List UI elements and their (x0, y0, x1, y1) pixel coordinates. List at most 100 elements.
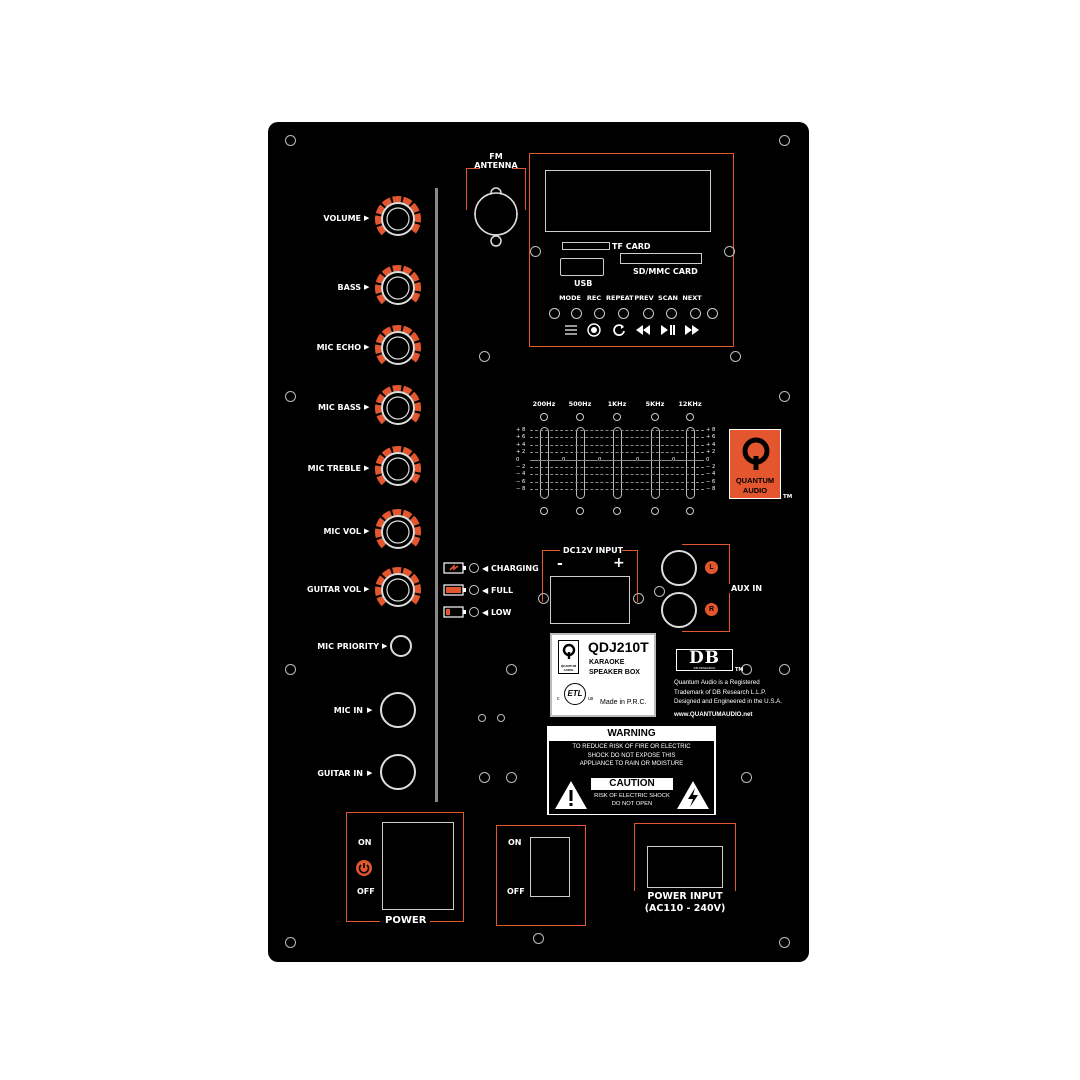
knob-scale-segment (381, 447, 392, 457)
eq-band-label: 5KHz (645, 400, 665, 408)
sd-card-slot[interactable] (620, 253, 702, 264)
eq-slider[interactable] (686, 427, 695, 499)
screw-icon (741, 772, 752, 783)
knob-control[interactable] (374, 324, 422, 372)
knob-scale-segment (414, 213, 421, 223)
eq-zero-label: 0 (598, 456, 602, 463)
warning-title: WARNING (607, 728, 656, 739)
knob-scale-segment (410, 271, 420, 282)
led-indicator (469, 585, 479, 595)
media-button[interactable] (571, 308, 582, 319)
usb-label: USB (574, 279, 593, 288)
db-logo-sub: DB RESEARCH (693, 666, 716, 670)
screw-icon (724, 246, 735, 257)
power-label-bg (380, 914, 430, 928)
knob-control[interactable] (374, 566, 422, 614)
power-rocker-switch[interactable] (382, 822, 454, 910)
aux-right-jack[interactable] (661, 592, 697, 628)
etl-c: c (557, 696, 560, 702)
eq-slider[interactable] (576, 427, 585, 499)
screw-icon (285, 664, 296, 675)
warning-exclamation-icon (555, 781, 587, 809)
eq-screw (613, 507, 621, 515)
knob-scale-segment (381, 197, 392, 207)
eq-scale-label: − 4 (706, 471, 716, 478)
knob-scale-segment (375, 333, 385, 344)
knob-scale-segment (375, 528, 382, 538)
screw-icon (478, 714, 486, 722)
eq-scale-line (530, 430, 704, 431)
arrow-icon: ▶ (364, 283, 370, 291)
guitar-in-jack[interactable] (380, 754, 416, 790)
eq-slider[interactable] (613, 427, 622, 499)
quantum-logo-sub: AUDIO (742, 486, 768, 495)
mic-priority-label: MIC PRIORITY (317, 642, 379, 651)
quantum-q-icon (562, 643, 575, 659)
rocker-switch[interactable] (530, 837, 570, 897)
knob-scale-segment (411, 594, 421, 605)
knob-control[interactable] (374, 195, 422, 243)
eq-scale-label: + 6 (706, 434, 716, 441)
dc-input-label: DC12V INPUT (563, 546, 624, 555)
knob-control[interactable] (374, 264, 422, 312)
media-button[interactable] (594, 308, 605, 319)
tf-card-slot[interactable] (562, 242, 610, 250)
usb-port[interactable] (560, 258, 604, 276)
arrow-icon: ▶ (364, 403, 370, 411)
product-logo-text: QUANTUM (560, 664, 577, 668)
media-button[interactable] (618, 308, 629, 319)
eq-scale-label: − 2 (516, 464, 526, 470)
knob-scale-segment (381, 266, 392, 276)
knob-scale-segment (376, 596, 386, 607)
knob-scale-segment (402, 325, 413, 335)
mic-in-jack[interactable] (380, 692, 416, 728)
eq-screw (651, 507, 659, 515)
eq-screw (686, 413, 694, 421)
product-logo: QUANTUM AUDIO (558, 640, 579, 674)
eq-slider[interactable] (651, 427, 660, 499)
media-button-label: REPEAT (606, 294, 634, 302)
knob-scale-segment (375, 393, 385, 404)
knob-scale-segment (392, 265, 402, 272)
knob-scale-segment (402, 509, 413, 519)
knob-scale-segment (392, 567, 402, 574)
screw-icon (285, 391, 296, 402)
knob-label: MIC TREBLE (307, 464, 361, 473)
mic-priority-button[interactable] (390, 635, 412, 657)
knob-control[interactable] (374, 445, 422, 493)
media-button[interactable] (666, 308, 677, 319)
knob-scale-segment (402, 446, 413, 456)
media-button[interactable] (643, 308, 654, 319)
power-input-socket[interactable] (647, 846, 723, 888)
fm-antenna-socket[interactable] (472, 186, 520, 248)
knob-scale-segment (410, 331, 420, 342)
screw-icon (285, 135, 296, 146)
eq-scale-label: − 6 (516, 478, 526, 485)
dc-plus: + (613, 555, 625, 571)
led-indicator (469, 607, 479, 617)
warning-label: WARNING TO REDUCE RISK OF FIRE OR ELECTR… (547, 726, 716, 815)
charging-label: ◀ CHARGING (482, 564, 539, 573)
knob-scale-segment (410, 452, 420, 463)
power-input-label: POWER INPUT(AC110 - 240V) (630, 891, 740, 915)
media-button-label: SCAN (658, 294, 678, 302)
knob-scale-segment (375, 204, 385, 215)
media-button[interactable] (549, 308, 560, 319)
knob-control[interactable] (374, 384, 422, 432)
mic-in-label: MIC IN (333, 706, 363, 715)
media-button-extra[interactable] (707, 308, 718, 319)
media-button[interactable] (690, 308, 701, 319)
power-label: POWER (385, 915, 427, 926)
knob-label: VOLUME (323, 214, 361, 223)
dc-input-port[interactable] (550, 576, 630, 624)
knob-scale-segment (402, 196, 413, 206)
eq-screw (686, 507, 694, 515)
knob-scale-segment (375, 517, 385, 528)
screw-icon (533, 933, 544, 944)
eq-slider[interactable] (540, 427, 549, 499)
knob-scale-segment (392, 385, 402, 392)
aux-left-jack[interactable] (661, 550, 697, 586)
product-desc-1: KARAOKE (589, 659, 625, 666)
knob-control[interactable] (374, 508, 422, 556)
